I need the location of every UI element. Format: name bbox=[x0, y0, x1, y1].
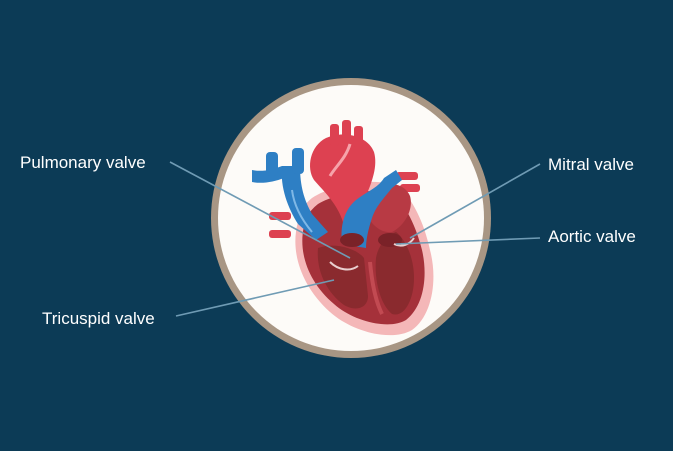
heart-illustration bbox=[252, 120, 434, 336]
leader-aortic bbox=[395, 237, 541, 245]
left-ventricle bbox=[375, 232, 414, 315]
label-pulmonary-valve: Pulmonary valve bbox=[20, 153, 146, 172]
pulmonary-vein-upper bbox=[396, 172, 418, 180]
pulmonary-trunk bbox=[341, 170, 402, 248]
pulmonary-valve-shape bbox=[340, 233, 364, 247]
vena-cava bbox=[281, 166, 328, 240]
leader-mitral bbox=[409, 163, 541, 239]
aortic-branch-1 bbox=[330, 124, 339, 146]
red-stub-left-2 bbox=[269, 230, 291, 238]
leader-tricuspid bbox=[175, 279, 335, 317]
label-mitral-valve: Mitral valve bbox=[548, 155, 634, 174]
right-ventricle bbox=[317, 245, 368, 309]
septum bbox=[368, 261, 384, 315]
vena-cava-highlight bbox=[291, 189, 313, 233]
leader-lines bbox=[169, 161, 541, 317]
aortic-branch-3 bbox=[354, 126, 363, 148]
vena-cava-branch-top-1 bbox=[266, 152, 278, 176]
vena-cava-branch-top-2 bbox=[292, 148, 304, 174]
aortic-branch-2 bbox=[342, 120, 351, 144]
leader-pulmonary bbox=[169, 161, 351, 259]
aorta-highlight bbox=[328, 143, 352, 177]
tricuspid-valve-shape bbox=[329, 261, 359, 271]
mitral-valve-shape bbox=[393, 237, 415, 247]
label-tricuspid-valve: Tricuspid valve bbox=[42, 309, 155, 328]
label-aortic-valve: Aortic valve bbox=[548, 227, 636, 246]
